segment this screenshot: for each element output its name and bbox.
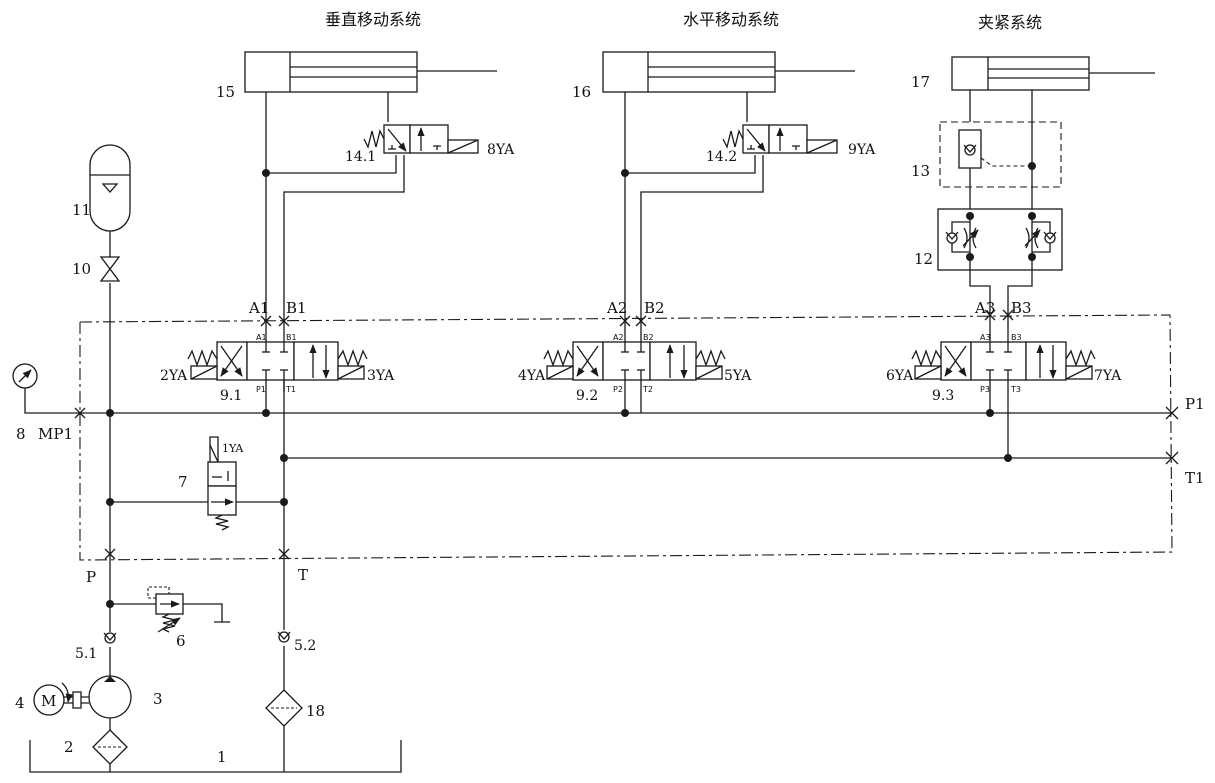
solenoid-labels: 1YA 2YA 3YA 4YA 5YA 6YA 7YA 8YA 9YA (160, 142, 1122, 455)
cylinder-17 (951, 56, 1155, 91)
relief-drain-line (183, 603, 230, 623)
check-valve-5-2 (277, 631, 291, 643)
port-mp1: MP1 (38, 425, 73, 443)
check-valve-5-1 (103, 632, 117, 644)
relief-valve (147, 586, 184, 633)
v3-port-b: B3 (1011, 333, 1022, 342)
solenoid-9ya: 9YA (848, 142, 876, 158)
port-a3: A3 (974, 299, 995, 317)
valve-14-2 (722, 124, 838, 154)
v3-port-p: P3 (980, 385, 990, 394)
label-6: 6 (176, 632, 186, 650)
v1-port-b: B1 (286, 333, 297, 342)
solenoid-5ya: 5YA (724, 368, 752, 384)
label-9-1: 9.1 (220, 388, 242, 404)
solenoid-3ya: 3YA (367, 368, 395, 384)
v2-port-p: P2 (613, 385, 623, 394)
line-a1-to-14-1 (266, 155, 397, 174)
valve-port-labels: A1 B1 P1 T1 A2 B2 P2 T2 A3 B3 P3 T3 (256, 333, 1022, 394)
label-2: 2 (64, 738, 74, 756)
valve-9-1 (187, 341, 368, 381)
label-1: 1 (217, 748, 227, 766)
line-b2-to-14-2 (640, 155, 764, 342)
label-11: 11 (72, 201, 91, 219)
port-t1: T1 (1185, 469, 1205, 487)
label-14-2: 14.2 (706, 149, 737, 165)
accumulator (89, 144, 131, 232)
label-9-3: 9.3 (932, 388, 954, 404)
motor-symbol: M (41, 692, 56, 710)
throttle-block-12 (937, 208, 1063, 271)
solenoid-2ya: 2YA (160, 368, 188, 384)
v3-port-t: T3 (1010, 385, 1021, 394)
title-vertical: 垂直移动系统 (325, 10, 421, 29)
label-9-2: 9.2 (576, 388, 598, 404)
dump-valve (207, 436, 237, 531)
solenoid-7ya: 7YA (1094, 368, 1122, 384)
v2-port-b: B2 (643, 333, 654, 342)
port-p: P (86, 568, 96, 586)
junction-dots (106, 169, 1012, 608)
port-b3: B3 (1011, 299, 1032, 317)
pressure-gauge (12, 363, 38, 389)
manifold-boundary (79, 314, 1173, 561)
v1-port-a: A1 (256, 333, 267, 342)
label-8: 8 (16, 425, 26, 443)
v2-port-a: A2 (613, 333, 624, 342)
port-labels: A1 B1 A2 B2 A3 B3 P1 T1 MP1 P T (38, 299, 1205, 586)
port-a2: A2 (606, 299, 627, 317)
port-a1: A1 (248, 299, 269, 317)
line-b3-lower (1007, 257, 1033, 342)
v2-port-t: T2 (642, 385, 653, 394)
oil-tank (29, 740, 402, 773)
component-numbers: 15 16 17 13 12 11 10 8 7 6 5.1 5.2 4 3 2… (15, 73, 954, 766)
gauge-line (24, 388, 80, 414)
return-filter (265, 689, 303, 727)
shutoff-valve (99, 231, 121, 282)
label-10: 10 (72, 260, 91, 278)
label-5-2: 5.2 (294, 638, 316, 654)
label-14-1: 14.1 (345, 149, 376, 165)
label-18: 18 (306, 702, 325, 720)
port-b1: B1 (286, 299, 307, 317)
suction-filter (92, 729, 128, 765)
title-clamp: 夹紧系统 (978, 13, 1042, 32)
system-titles: 垂直移动系统 水平移动系统 夹紧系统 (325, 10, 1042, 32)
cylinder-15 (244, 51, 497, 93)
valve-9-2 (543, 341, 726, 381)
label-17: 17 (911, 73, 930, 91)
title-horizontal: 水平移动系统 (683, 10, 779, 29)
solenoid-6ya: 6YA (886, 368, 914, 384)
label-3: 3 (153, 690, 163, 708)
line-a2-to-14-2 (625, 155, 756, 174)
label-5-1: 5.1 (75, 646, 97, 662)
label-7: 7 (178, 473, 188, 491)
port-b2: B2 (644, 299, 665, 317)
port-p1: P1 (1185, 395, 1205, 413)
label-4: 4 (15, 694, 25, 712)
line-a3-lower (969, 257, 991, 342)
label-16: 16 (572, 83, 591, 101)
pump (88, 675, 132, 719)
solenoid-8ya: 8YA (487, 142, 515, 158)
solenoid-1ya: 1YA (222, 442, 244, 455)
line-b1-to-14-1 (283, 155, 405, 342)
label-12: 12 (914, 250, 933, 268)
valve-9-3 (911, 341, 1096, 381)
v3-port-a: A3 (980, 333, 991, 342)
v1-port-t: T1 (285, 385, 296, 394)
v1-port-p: P1 (256, 385, 266, 394)
label-15: 15 (216, 83, 235, 101)
label-13: 13 (911, 162, 930, 180)
motor (33, 682, 89, 716)
pressure-relay-13 (939, 121, 1062, 188)
valve-14-1 (363, 124, 479, 154)
cylinder-16 (602, 51, 855, 93)
port-t: T (298, 566, 308, 584)
solenoid-4ya: 4YA (518, 368, 546, 384)
